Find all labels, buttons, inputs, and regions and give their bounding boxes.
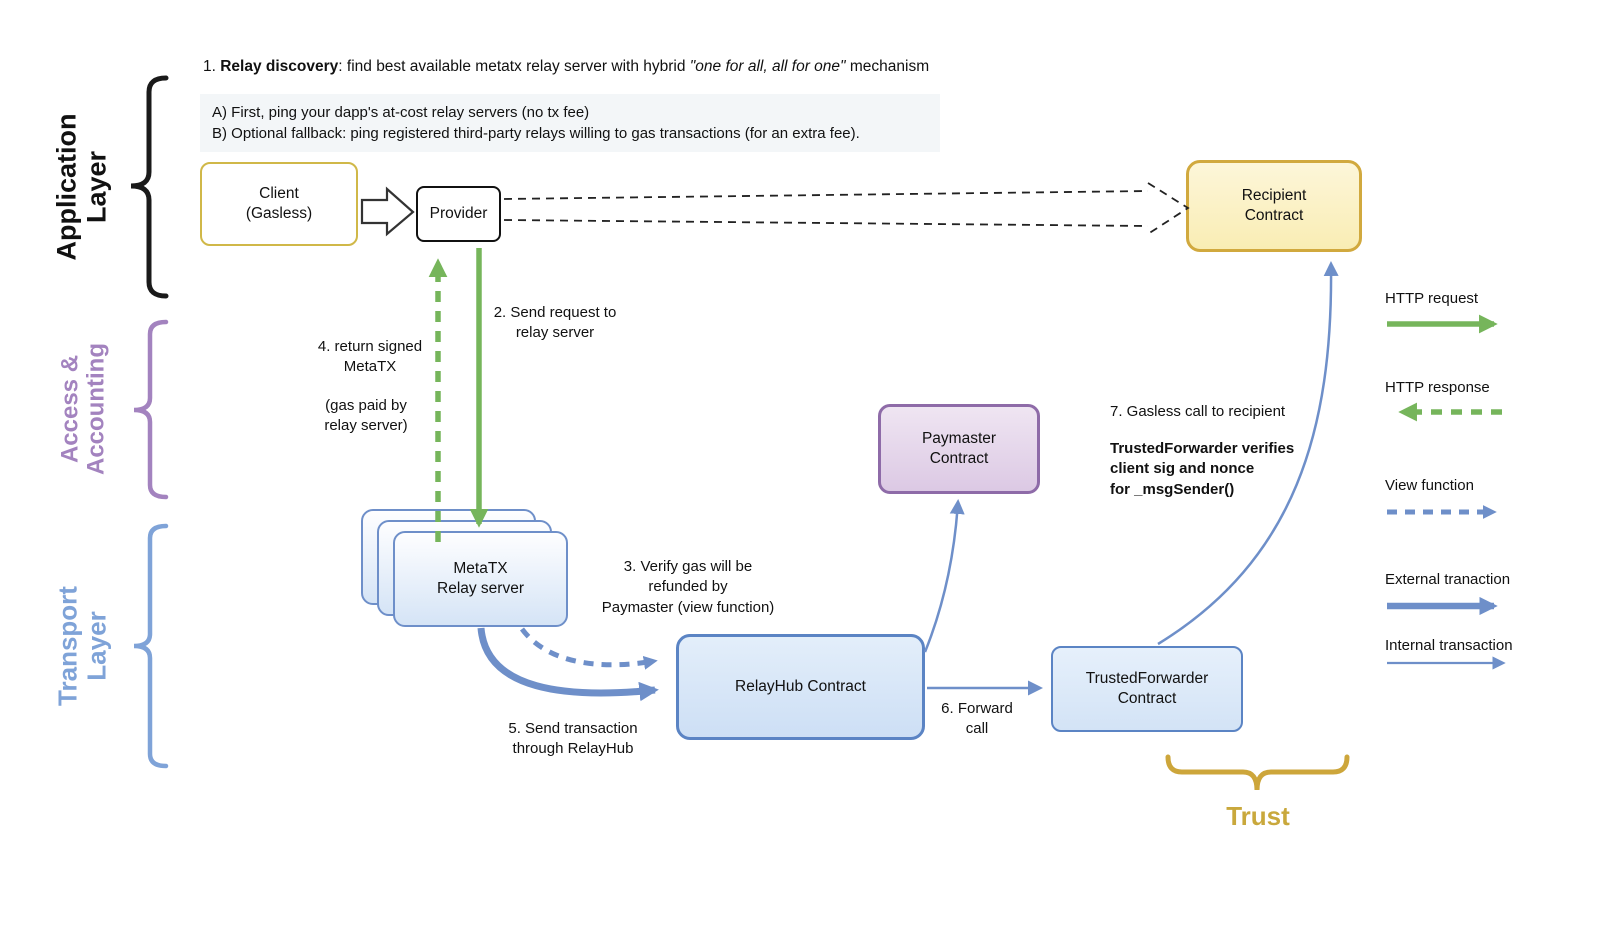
paymaster-contract-node: Paymaster Contract (878, 404, 1040, 494)
step4-label: 4. return signed MetaTX (317, 338, 423, 376)
client-to-provider-arrow (360, 186, 415, 237)
application-layer-label: Application Layer (51, 113, 111, 261)
step3-label: 3. Verify gas will be refunded by Paymas… (601, 558, 775, 616)
client-node: Client (Gasless) (200, 162, 358, 246)
legend-external-transaction-label: External tranaction (1385, 571, 1511, 588)
provider-to-recipient-dashed-bottom (503, 219, 1149, 227)
step2-label: 2. Send request to relay server (493, 304, 617, 342)
recipient-contract-node: Recipient Contract (1186, 160, 1362, 252)
transport-layer-brace (133, 523, 169, 769)
trustedforwarder-contract-node: TrustedForwarder Contract (1051, 646, 1243, 732)
title-prefix: 1. (203, 58, 221, 75)
trust-brace (1165, 754, 1350, 791)
note-line-b: B) Optional fallback: ping registered th… (212, 125, 860, 142)
note-box: A) First, ping your dapp's at-cost relay… (200, 94, 940, 152)
title-bold: Relay discovery (220, 58, 339, 75)
step6-label: 6. Forward call (941, 700, 1013, 738)
relayhub-to-paymaster-arrow (923, 499, 965, 653)
transport-layer-label: Transport Layer (52, 586, 111, 706)
step4-note-label: (gas paid by relay server) (324, 397, 408, 435)
relayhub-contract-node: RelayHub Contract (676, 634, 925, 740)
trust-label: Trust (1226, 801, 1290, 831)
provider-node: Provider (416, 186, 501, 242)
metatx-relay-server-node: MetaTX Relay server (393, 531, 568, 627)
provider-to-recipient-dashed-arrowhead (1147, 182, 1190, 235)
step7-detail-label: TrustedForwarder verifies client sig and… (1110, 440, 1295, 498)
legend-http-request-label: HTTP request (1385, 290, 1479, 307)
title-suffix: mechanism (845, 58, 930, 75)
view-function-arrow (519, 627, 658, 670)
title-mid: : find best available metatx relay serve… (338, 58, 690, 75)
step5-label: 5. Send transaction through RelayHub (508, 720, 638, 758)
access-accounting-label: Access & Accounting (56, 343, 110, 475)
note-line-a: A) First, ping your dapp's at-cost relay… (212, 104, 590, 121)
title-italic: "one for all, all for one" (689, 58, 846, 75)
relay-discovery-title: 1. Relay discovery: find best available … (203, 58, 929, 76)
send-transaction-arrow (477, 627, 659, 702)
legend-view-function-label: View function (1385, 477, 1474, 494)
legend-http-response-label: HTTP response (1385, 379, 1490, 396)
step7-label: 7. Gasless call to recipient (1110, 403, 1286, 420)
legend-internal-transaction-label: Internal transaction (1385, 637, 1513, 654)
access-accounting-brace (133, 319, 169, 500)
provider-to-recipient-dashed-top (503, 190, 1149, 200)
application-layer-brace (130, 75, 169, 299)
